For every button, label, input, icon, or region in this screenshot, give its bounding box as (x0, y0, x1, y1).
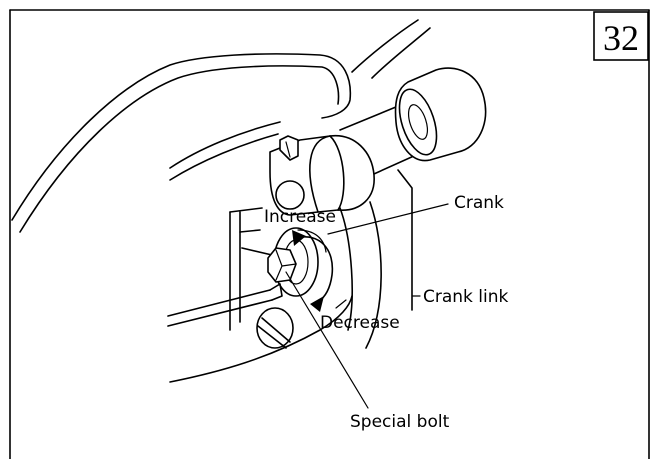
shaft-assembly (339, 67, 487, 179)
crank-body (229, 134, 375, 331)
adjust-arrow (292, 229, 334, 312)
figure-number-box: 32 (593, 11, 649, 61)
figure-frame (9, 9, 650, 459)
label-decrease: Decrease (320, 313, 400, 333)
machine-arm (11, 19, 431, 233)
label-crank: Crank (454, 193, 504, 213)
special-bolt (267, 227, 319, 297)
lower-screw (169, 295, 353, 383)
figure-number: 32 (603, 18, 639, 58)
crank-link (339, 169, 413, 349)
screwdriver (167, 283, 283, 327)
leader-lines (285, 203, 449, 409)
label-special-bolt: Special bolt (350, 412, 450, 432)
label-crank-link: Crank link (423, 287, 509, 307)
label-increase: Increase (264, 207, 336, 227)
